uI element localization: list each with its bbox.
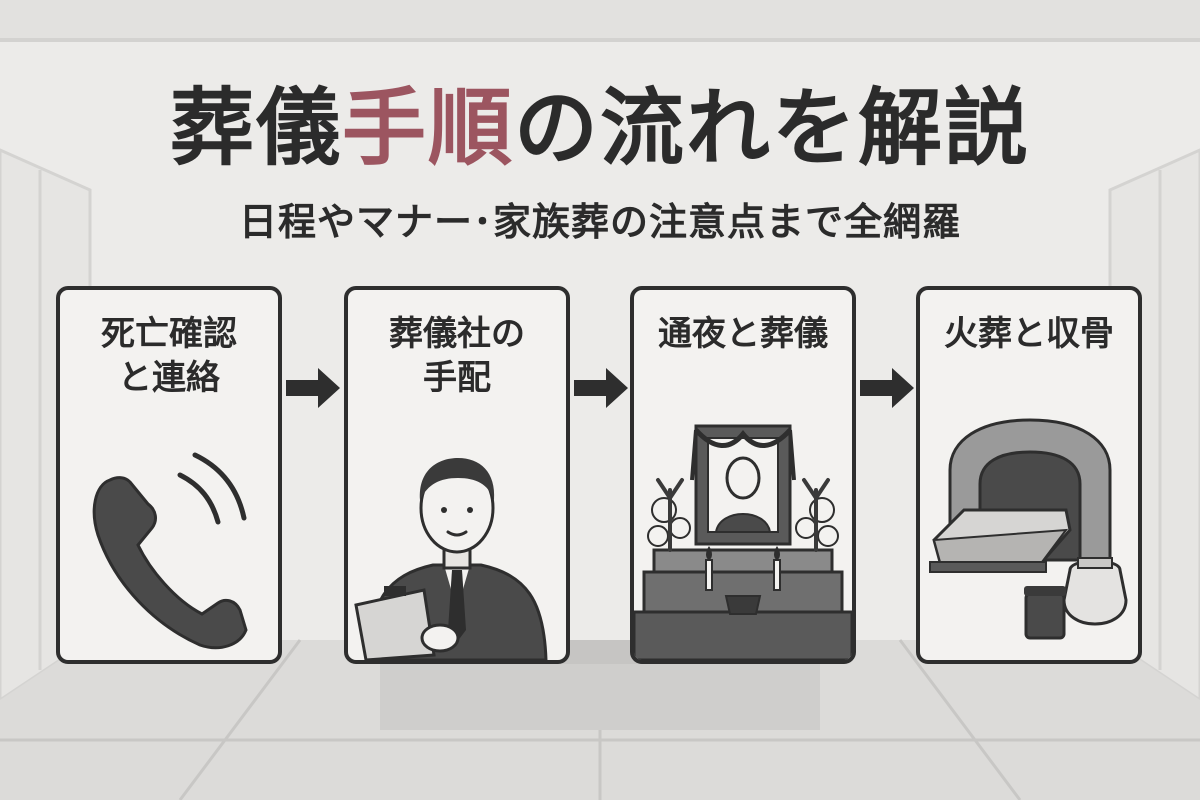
arrow-right-icon <box>860 368 914 408</box>
arrow-right-icon <box>286 368 340 408</box>
crematorium-icon <box>929 418 1128 640</box>
telephone-icon <box>92 452 248 650</box>
step-label: 通夜と葬儀 <box>658 314 828 354</box>
title-accent: 手順 <box>341 79 514 177</box>
step-label: 火葬と収骨 <box>944 314 1114 354</box>
page-title: 葬儀手順の流れを解説 <box>0 78 1200 178</box>
step-card-arrange: 葬儀社の 手配 <box>344 286 570 664</box>
arrow-right-icon <box>574 368 628 408</box>
funeral-altar-icon <box>634 424 852 660</box>
title-part1: 葬儀 <box>169 79 342 177</box>
page-subtitle: 日程やマナー･家族葬の注意点まで全網羅 <box>238 200 961 244</box>
step-label: 死亡確認 と連絡 <box>101 314 237 398</box>
step-card-wake-funeral: 通夜と葬儀 <box>630 286 856 664</box>
funeral-director-icon <box>354 458 548 660</box>
step-label: 葬儀社の 手配 <box>389 314 525 398</box>
step-card-contact: 死亡確認 と連絡 <box>56 286 282 664</box>
step-card-cremation: 火葬と収骨 <box>916 286 1142 664</box>
title-part2: の流れを解説 <box>514 79 1031 177</box>
